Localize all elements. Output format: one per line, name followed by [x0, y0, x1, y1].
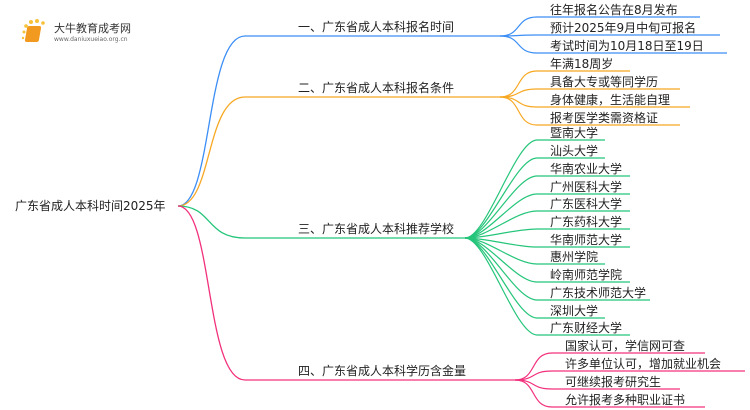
logo: 大牛教育成考网 www.daniuxueiao.org.cn	[20, 18, 160, 48]
leaf-node: 许多单位认可，增加就业机会	[565, 356, 721, 371]
leaf-connector	[499, 16, 700, 37]
leaf-node: 广东医科大学	[550, 196, 622, 211]
leaf-connector	[514, 352, 705, 381]
branch-connector	[177, 205, 465, 239]
leaf-node: 广东财经大学	[550, 320, 622, 335]
leaf-node: 考试时间为10月18日至19日	[550, 38, 704, 53]
leaf-node: 广东药科大学	[550, 214, 622, 229]
leaf-node: 国家认可，学信网可查	[565, 338, 685, 353]
leaf-connector	[464, 193, 630, 239]
leaf-connector	[499, 34, 720, 37]
leaf-node: 汕头大学	[550, 143, 598, 158]
branch-node: 三、广东省成人本科推荐学校	[298, 221, 454, 236]
leaf-connector	[464, 157, 605, 239]
logo-title: 大牛教育成考网	[54, 22, 131, 35]
leaf-connector	[464, 210, 630, 239]
leaf-node: 具备大专或等同学历	[550, 74, 658, 89]
leaf-node: 可继续报考研究生	[565, 374, 661, 389]
branch-connector	[177, 35, 500, 207]
leaf-node: 惠州学院	[550, 249, 598, 264]
leaf-node: 报考医学类需资格证	[550, 110, 658, 125]
leaf-node: 往年报名公告在8月发布	[550, 2, 678, 17]
leaf-node: 预计2025年9月中旬可报名	[550, 20, 696, 35]
branch-connector	[177, 205, 515, 381]
leaf-node: 身体健康，生活能自理	[550, 92, 670, 107]
leaf-node: 年满18周岁	[550, 56, 613, 71]
leaf-connector	[464, 175, 630, 239]
leaf-node: 允许报考多种职业证书	[565, 392, 685, 407]
leaf-node: 广东技术师范大学	[550, 285, 646, 300]
leaf-node: 岭南师范学院	[550, 267, 622, 282]
leaf-connector	[464, 139, 605, 239]
leaf-node: 广州医科大学	[550, 179, 622, 194]
leaf-node: 华南农业大学	[550, 161, 622, 176]
branch-node: 四、广东省成人本科学历含金量	[298, 363, 466, 378]
root-node: 广东省成人本科时间2025年	[15, 199, 166, 213]
branch-connector	[177, 96, 500, 207]
leaf-connector	[499, 35, 727, 54]
leaf-node: 深圳大学	[550, 303, 598, 318]
logo-url: www.daniuxueiao.org.cn	[54, 36, 128, 43]
leaf-connector	[514, 379, 705, 408]
branch-node: 二、广东省成人本科报名条件	[298, 80, 454, 95]
leaf-connector	[464, 228, 630, 239]
branch-node: 一、广东省成人本科报名时间	[298, 19, 454, 34]
leaf-node: 暨南大学	[550, 125, 598, 140]
leaf-connector	[499, 96, 680, 126]
leaf-node: 华南师范大学	[550, 232, 622, 247]
leaf-connector	[464, 237, 630, 336]
